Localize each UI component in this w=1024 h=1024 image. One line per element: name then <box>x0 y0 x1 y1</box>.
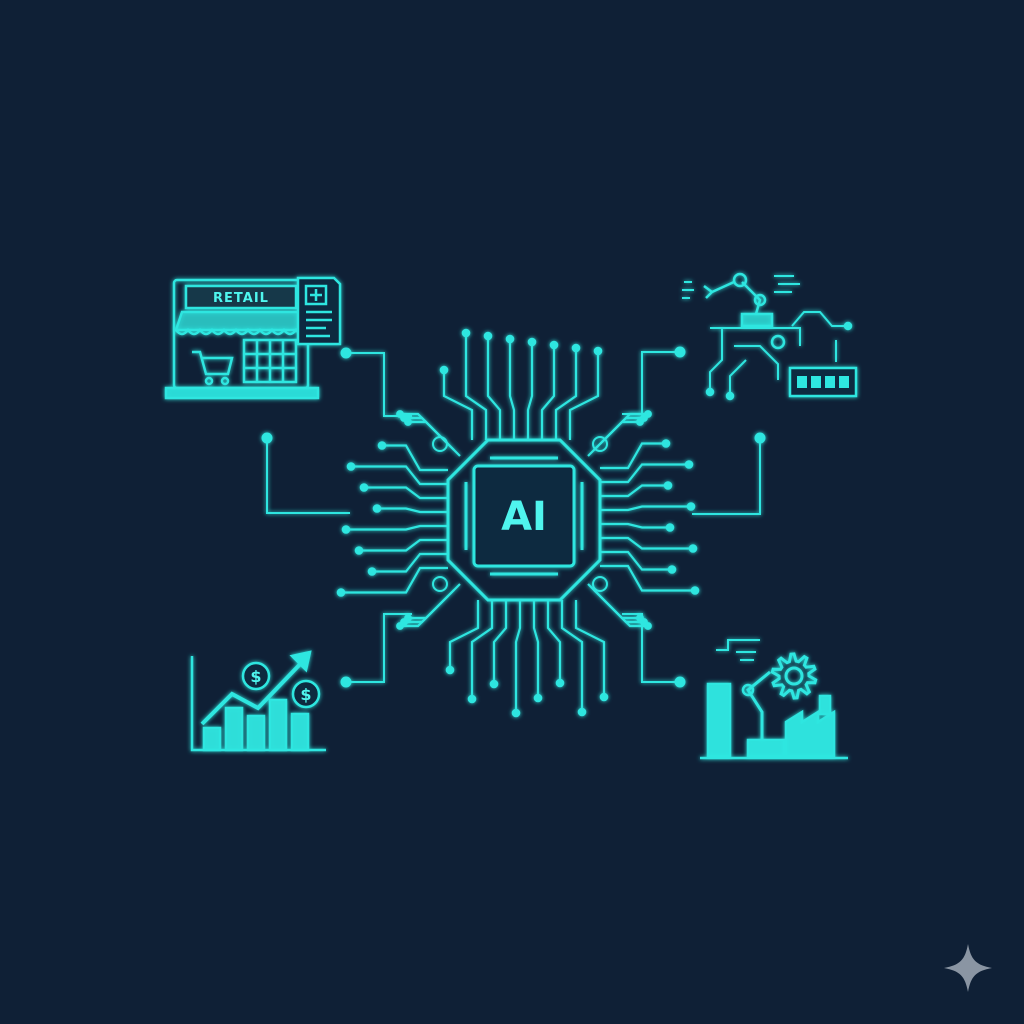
trace-node <box>489 679 499 689</box>
factory-robot-gear-icon <box>700 639 848 760</box>
robot-arm-icon <box>703 272 774 328</box>
connector-left-mid <box>266 438 350 514</box>
document-icon <box>296 276 342 346</box>
circuit-trace <box>448 600 480 670</box>
circuit-trace <box>574 600 606 697</box>
connectors <box>261 346 766 688</box>
trace-node <box>341 525 351 534</box>
trace-node <box>599 692 609 702</box>
dollar-coin-icon: $ <box>241 661 271 691</box>
trace-node <box>665 523 675 532</box>
trace-node <box>396 622 404 630</box>
trace-node <box>511 708 521 718</box>
retail-store-icon: RETAIL <box>164 276 342 400</box>
connector-robotics <box>622 351 680 415</box>
trace-node <box>644 622 652 630</box>
circuit-trace <box>532 600 540 698</box>
trace-node <box>667 565 677 574</box>
dollar-coin-icon: $ <box>291 679 321 709</box>
chip-outer-frame <box>446 438 602 602</box>
circuit-trace <box>526 342 534 440</box>
connector-right-mid <box>692 438 761 515</box>
trace-node <box>555 678 565 688</box>
circuit-trace <box>359 538 448 552</box>
circuit-trace <box>464 333 488 440</box>
trace-node <box>688 544 698 553</box>
chip-core <box>472 464 576 568</box>
trace-node <box>593 346 603 356</box>
trend-arrow <box>200 656 308 726</box>
circuit-trace <box>341 566 448 594</box>
circuit-trace <box>540 345 556 440</box>
trace-node <box>690 586 700 595</box>
trace-node <box>549 340 559 350</box>
ai-chip: AI <box>336 328 700 718</box>
connector-finance <box>346 613 412 683</box>
circuit-trace <box>600 505 691 512</box>
trace-node <box>483 331 493 341</box>
connector-retail <box>346 352 412 417</box>
circuit-trace <box>514 600 522 713</box>
circuit-trace <box>600 536 693 550</box>
trace-node <box>533 693 543 703</box>
trace-node <box>505 334 515 344</box>
circuit-trace <box>568 351 600 440</box>
trace-node <box>372 504 382 513</box>
circuit-trace <box>470 600 494 699</box>
robot-arm-icon <box>741 670 786 758</box>
trace-node <box>661 439 671 448</box>
trace-node <box>367 567 377 576</box>
svg-text:$: $ <box>300 685 311 704</box>
circuit-trace <box>600 564 695 592</box>
trace-node <box>461 328 471 338</box>
trace-node <box>346 462 356 471</box>
shopping-cart-icon <box>192 350 234 386</box>
circuit-trace <box>600 550 672 571</box>
circuit-trace <box>600 463 689 484</box>
trace-node <box>377 441 387 450</box>
gear-icon <box>770 652 818 700</box>
circuit-trace <box>508 339 516 440</box>
trace-node <box>684 460 694 469</box>
finance-growth-chart-icon: $ $ <box>190 650 326 752</box>
circuit-trace <box>492 600 508 684</box>
trace-node <box>686 502 696 511</box>
chip-label: AI <box>501 494 547 540</box>
circuit-trace <box>377 507 448 514</box>
trace-node <box>445 665 455 675</box>
sparkle-icon <box>944 944 992 992</box>
circuit-trace <box>486 336 502 440</box>
trace-node <box>644 410 652 418</box>
growth-bars <box>202 698 310 752</box>
circuit-trace <box>442 370 474 440</box>
chip-corner-pads <box>432 436 608 592</box>
circuit-trace <box>400 583 461 628</box>
trace-node <box>571 343 581 353</box>
circuit-trace <box>600 484 668 498</box>
circuit-trace <box>546 600 562 683</box>
circuit-trace <box>600 442 666 470</box>
circuit-trace <box>346 524 448 531</box>
trace-node <box>359 483 369 492</box>
trace-node <box>336 588 346 597</box>
robotic-arm-circuit-icon <box>682 272 858 401</box>
trace-node <box>577 707 587 717</box>
trace-node <box>527 337 537 347</box>
trace-node <box>467 694 477 704</box>
circuit-trace <box>351 465 448 486</box>
chip-pins <box>464 456 584 576</box>
circuit-trace <box>560 600 584 712</box>
trace-node <box>439 365 449 375</box>
connector-manufacturing <box>622 613 680 683</box>
circuit-trace <box>600 522 670 529</box>
circuit-trace <box>364 486 448 500</box>
trace-node <box>354 546 364 555</box>
trace-node <box>663 481 673 490</box>
svg-text:$: $ <box>250 667 261 686</box>
circuit-trace <box>382 444 448 472</box>
circuit-trace <box>554 348 578 440</box>
circuit-trace <box>372 552 448 573</box>
retail-sign-label: RETAIL <box>213 291 269 306</box>
